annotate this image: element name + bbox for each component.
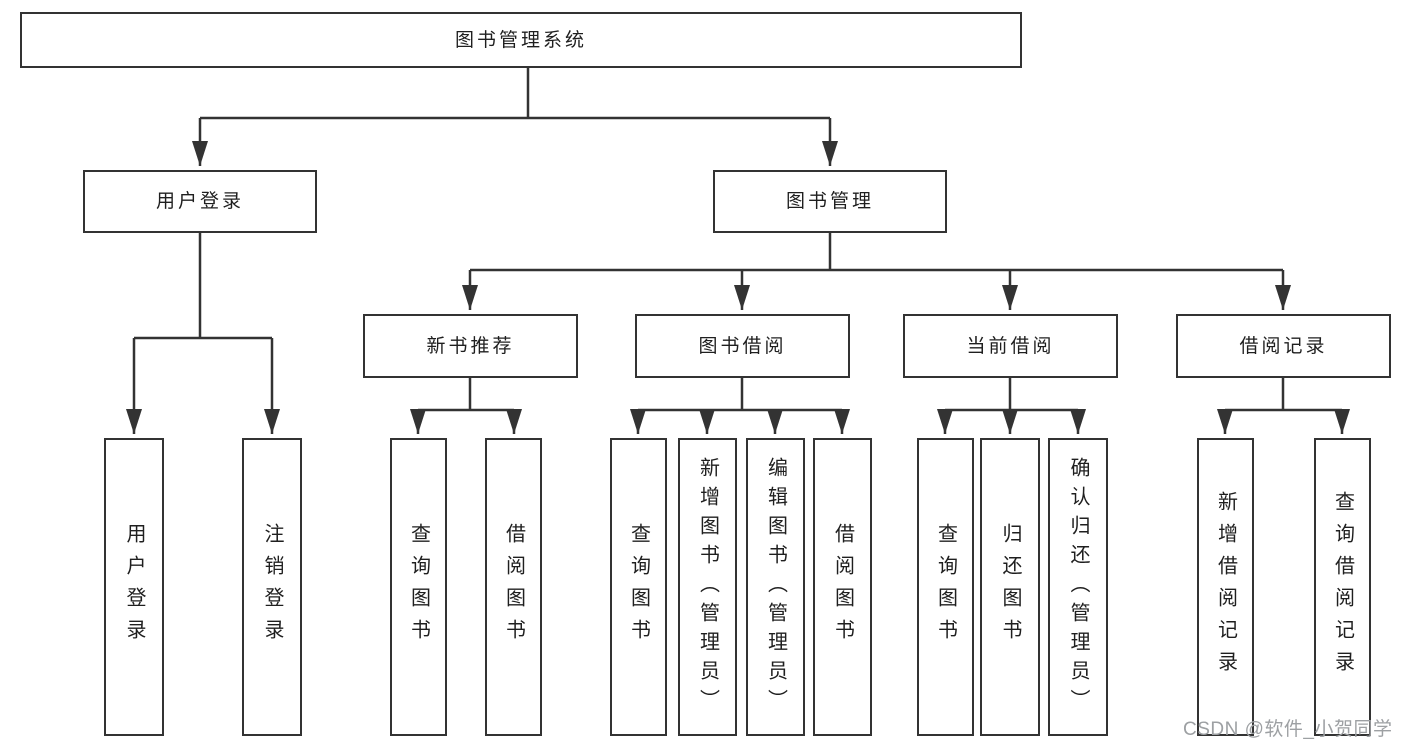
node-leaf-query-books: 查询图书 [610, 438, 667, 736]
node-label: 归还图书 [999, 523, 1021, 651]
node-label: 新书推荐 [426, 335, 515, 357]
node-leaf-confirm-return-admin: 确认归还（管理员） [1048, 438, 1108, 736]
node-current-borrowing: 当前借阅 [903, 314, 1118, 378]
node-label: 编辑图书（管理员） [764, 456, 787, 718]
node-label: 查询图书 [407, 523, 430, 651]
node-leaf-borrow-books: 借阅图书 [485, 438, 542, 736]
node-label: 借阅记录 [1239, 335, 1328, 357]
node-label: 用户登录 [123, 523, 145, 651]
node-book-borrowing: 图书借阅 [635, 314, 850, 378]
node-library-management-system: 图书管理系统 [20, 12, 1022, 68]
node-label: 新增借阅记录 [1214, 491, 1237, 683]
node-label: 图书管理系统 [454, 29, 587, 51]
node-leaf-add-books-admin: 新增图书（管理员） [678, 438, 737, 736]
node-user-login: 用户登录 [83, 170, 317, 233]
node-label: 借阅图书 [502, 523, 525, 651]
node-label: 借阅图书 [831, 523, 854, 651]
node-label: 图书借阅 [698, 335, 787, 357]
node-book-management: 图书管理 [713, 170, 947, 233]
node-label: 注销登录 [261, 523, 283, 651]
node-borrowing-records: 借阅记录 [1176, 314, 1391, 378]
node-leaf-edit-books-admin: 编辑图书（管理员） [746, 438, 805, 736]
node-label: 当前借阅 [966, 335, 1055, 357]
node-leaf-return-books: 归还图书 [980, 438, 1040, 736]
node-label: 图书管理 [785, 191, 874, 212]
node-leaf-query-books: 查询图书 [917, 438, 974, 736]
node-leaf-logout: 注销登录 [242, 438, 302, 736]
node-leaf-user-login: 用户登录 [104, 438, 164, 736]
node-leaf-query-borrow-record: 查询借阅记录 [1314, 438, 1371, 736]
node-leaf-add-borrow-record: 新增借阅记录 [1197, 438, 1254, 736]
node-label: 查询借阅记录 [1331, 491, 1354, 683]
csdn-watermark: CSDN @软件_小贺同学 [1183, 719, 1393, 740]
node-leaf-query-books: 查询图书 [390, 438, 447, 736]
node-label: 用户登录 [155, 191, 244, 212]
node-label: 确认归还（管理员） [1067, 456, 1089, 718]
node-leaf-borrow-books: 借阅图书 [813, 438, 872, 736]
node-label: 新增图书（管理员） [696, 456, 719, 718]
node-label: 查询图书 [934, 523, 957, 651]
node-new-book-recommendation: 新书推荐 [363, 314, 578, 378]
node-label: 查询图书 [627, 523, 650, 651]
